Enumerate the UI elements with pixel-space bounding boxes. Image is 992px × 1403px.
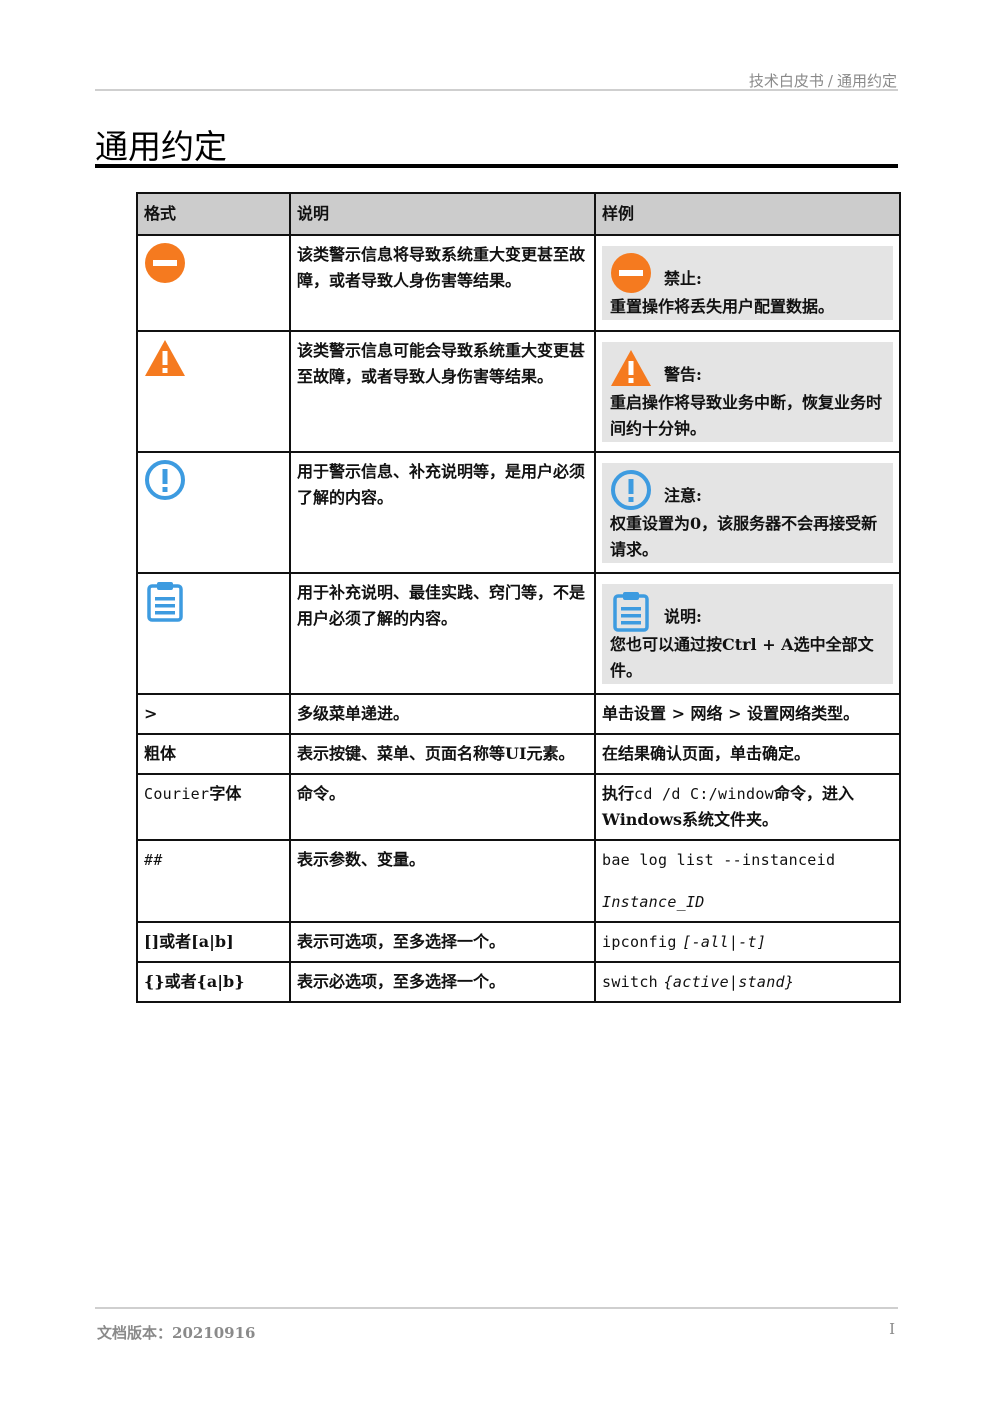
column-header-description: 说明	[289, 192, 596, 236]
format-cell: ##	[136, 839, 291, 923]
header-doc-title: 技术白皮书	[748, 72, 824, 90]
example-cell: ipconfig [-all|-t]	[594, 921, 901, 963]
description-cell: 表示可选项，至多选择一个。	[289, 921, 596, 963]
note-text: 权重设置为0，该服务器不会再接受新请求。	[610, 514, 878, 559]
example-argument: [-all|-t]	[682, 933, 767, 951]
clipboard-icon	[610, 590, 652, 632]
example-cell: 执行cd /d C:/window命令，进入Windows系统文件夹。	[594, 773, 901, 841]
example-command: bae log list --instanceid	[602, 851, 836, 869]
document-version: 文档版本：20210916	[97, 1324, 256, 1342]
italic-sample: ##	[144, 851, 163, 869]
format-cell: Courier字体	[136, 773, 291, 841]
example-variable: Instance_ID	[602, 893, 705, 911]
format-cell	[136, 234, 291, 332]
column-header-format: 格式	[136, 192, 291, 236]
header-divider	[95, 89, 898, 91]
warning-icon	[610, 348, 652, 390]
example-cell: 说明: 您也可以通过按Ctrl + A选中全部文件。	[594, 572, 901, 695]
table-row: > 多级菜单递进。 单击设置 > 网络 > 设置网络类型。	[136, 693, 901, 735]
note-label: 注意:	[664, 486, 702, 505]
prohibit-icon	[610, 252, 652, 294]
format-cell: 粗体	[136, 733, 291, 775]
note-label: 警告:	[664, 365, 702, 384]
footer-divider	[95, 1307, 898, 1309]
page-number: I	[889, 1320, 895, 1338]
table-row: 该类警示信息可能会导致系统重大变更甚至故障，或者导致人身伤害等结果。 警告: 重…	[136, 330, 901, 453]
example-command: switch	[602, 973, 658, 991]
table-row: 该类警示信息将导致系统重大变更甚至故障，或者导致人身伤害等结果。 禁止: 重置操…	[136, 234, 901, 332]
column-header-example: 样例	[594, 192, 901, 236]
example-argument: {active|stand}	[663, 973, 795, 991]
description-cell: 多级菜单递进。	[289, 693, 596, 735]
conventions-table: 格式 说明 样例 该类警示信息将导致系统重大变更甚至故障，或者导致人身伤害等结果…	[136, 192, 901, 1003]
title-divider	[95, 164, 898, 168]
format-cell: {}或者{a|b}	[136, 961, 291, 1003]
table-row: []或者[a|b] 表示可选项，至多选择一个。 ipconfig [-all|-…	[136, 921, 901, 963]
example-command: cd /d C:/window	[634, 785, 774, 803]
header-separator: /	[827, 72, 833, 90]
note-label: 禁止:	[664, 269, 702, 288]
format-suffix: 字体	[209, 784, 242, 803]
prohibit-icon	[144, 242, 186, 284]
example-cell: 警告: 重启操作将导致业务中断，恢复业务时间约十分钟。	[594, 330, 901, 453]
courier-sample: Courier	[144, 785, 210, 803]
table-row: Courier字体 命令。 执行cd /d C:/window命令，进入Wind…	[136, 773, 901, 841]
warning-note: 警告: 重启操作将导致业务中断，恢复业务时间约十分钟。	[602, 342, 893, 442]
table-row: 粗体 表示按键、菜单、页面名称等UI元素。 在结果确认页面，单击确定。	[136, 733, 901, 775]
note-text: 您也可以通过按Ctrl + A选中全部文件。	[610, 635, 874, 680]
example-cell: 在结果确认页面，单击确定。	[594, 733, 901, 775]
format-cell	[136, 451, 291, 574]
table-row: 用于补充说明、最佳实践、窍门等，不是用户必须了解的内容。 说明: 您也可以通过按…	[136, 572, 901, 695]
example-cell: 注意: 权重设置为0，该服务器不会再接受新请求。	[594, 451, 901, 574]
example-cell: 单击设置 > 网络 > 设置网络类型。	[594, 693, 901, 735]
example-cell: switch {active|stand}	[594, 961, 901, 1003]
description-cell: 表示必选项，至多选择一个。	[289, 961, 596, 1003]
notice-icon	[144, 459, 186, 501]
description-cell: 用于补充说明、最佳实践、窍门等，不是用户必须了解的内容。	[289, 572, 596, 695]
description-cell: 表示按键、菜单、页面名称等UI元素。	[289, 733, 596, 775]
notice-icon	[610, 469, 652, 511]
format-cell: []或者[a|b]	[136, 921, 291, 963]
format-cell	[136, 572, 291, 695]
clipboard-icon	[144, 580, 186, 622]
example-cell: 禁止: 重置操作将丢失用户配置数据。	[594, 234, 901, 332]
description-cell: 用于警示信息、补充说明等，是用户必须了解的内容。	[289, 451, 596, 574]
table-row: ## 表示参数、变量。 bae log list --instanceid In…	[136, 839, 901, 923]
page-title: 通用约定	[95, 127, 227, 166]
example-suffix: 命令，进入Windows系统文件夹。	[602, 784, 854, 829]
prohibit-note: 禁止: 重置操作将丢失用户配置数据。	[602, 246, 893, 320]
table-header-row: 格式 说明 样例	[136, 192, 901, 236]
description-cell: 该类警示信息将导致系统重大变更甚至故障，或者导致人身伤害等结果。	[289, 234, 596, 332]
description-cell: 该类警示信息可能会导致系统重大变更甚至故障，或者导致人身伤害等结果。	[289, 330, 596, 453]
table-row: {}或者{a|b} 表示必选项，至多选择一个。 switch {active|s…	[136, 961, 901, 1003]
warning-icon	[144, 338, 186, 380]
page-header: 技术白皮书/通用约定	[749, 70, 897, 91]
note-label: 说明:	[664, 607, 702, 626]
description-cell: 命令。	[289, 773, 596, 841]
notice-note: 注意: 权重设置为0，该服务器不会再接受新请求。	[602, 463, 893, 563]
note-text: 重启操作将导致业务中断，恢复业务时间约十分钟。	[610, 393, 883, 438]
table-row: 用于警示信息、补充说明等，是用户必须了解的内容。 注意: 权重设置为0，该服务器…	[136, 451, 901, 574]
format-cell: >	[136, 693, 291, 735]
header-section: 通用约定	[836, 72, 897, 90]
note-text: 重置操作将丢失用户配置数据。	[610, 297, 835, 316]
format-cell	[136, 330, 291, 453]
explain-note: 说明: 您也可以通过按Ctrl + A选中全部文件。	[602, 584, 893, 684]
description-cell: 表示参数、变量。	[289, 839, 596, 923]
example-prefix: 执行	[602, 784, 635, 803]
example-cell: bae log list --instanceid Instance_ID	[594, 839, 901, 923]
example-command: ipconfig	[602, 933, 677, 951]
